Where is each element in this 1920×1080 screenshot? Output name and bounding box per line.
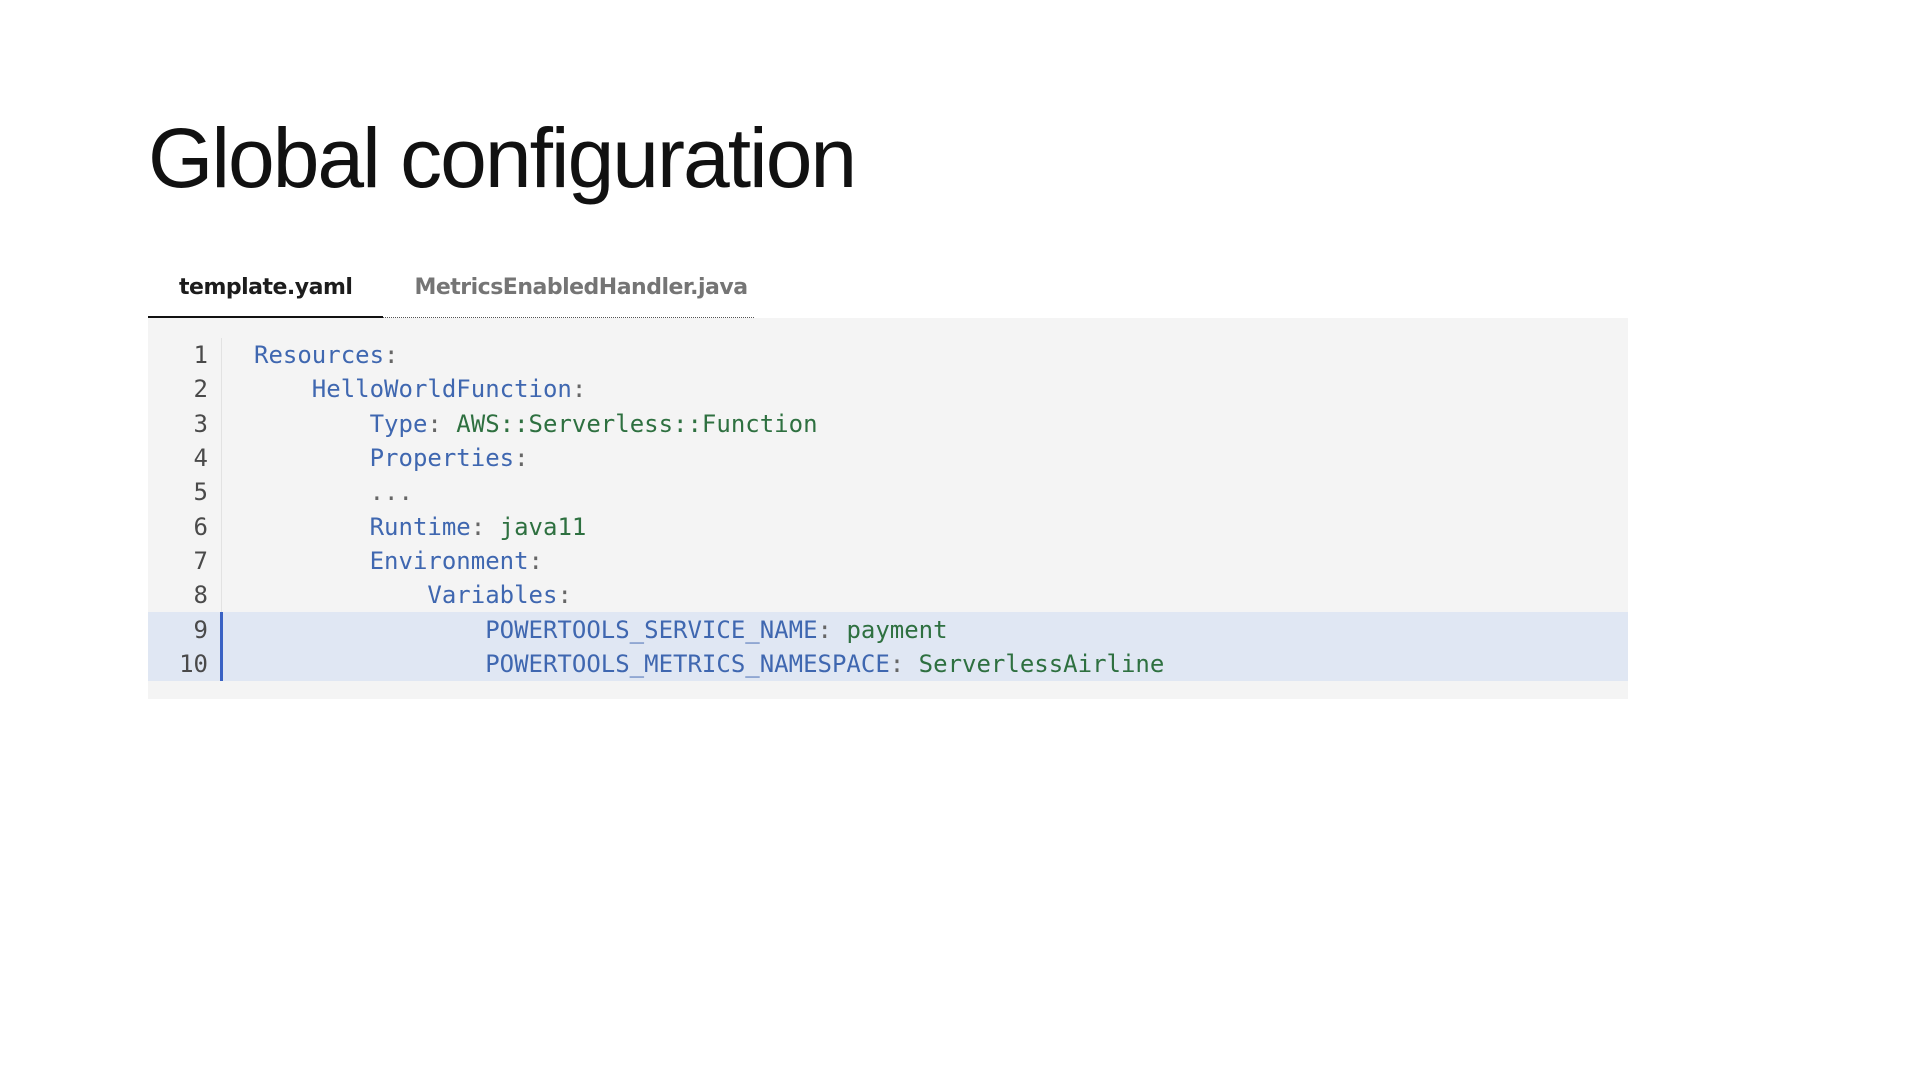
gutter-separator <box>221 440 222 476</box>
code-text: Resources: <box>254 341 399 369</box>
code-text: Runtime: java11 <box>254 512 587 541</box>
yaml-key: Variables <box>427 581 558 610</box>
yaml-value: ServerlessAirline <box>918 649 1165 678</box>
code-line: 5 ... <box>148 475 1628 510</box>
code-text: POWERTOOLS_SERVICE_NAME: payment <box>254 615 948 644</box>
line-number: 6 <box>193 512 208 541</box>
code-line-highlighted: 9 POWERTOOLS_SERVICE_NAME: payment <box>148 612 1628 647</box>
code-text: POWERTOOLS_METRICS_NAMESPACE: Serverless… <box>254 650 1164 678</box>
line-number: 2 <box>193 375 208 404</box>
code-line-highlighted: 10 POWERTOOLS_METRICS_NAMESPACE: Serverl… <box>148 646 1628 681</box>
code-block: 1 Resources: 2 HelloWorldFunction: 3 Typ… <box>148 318 1628 699</box>
highlight-marker <box>220 646 223 681</box>
yaml-separator: : <box>384 341 399 370</box>
yaml-separator: : <box>817 615 847 644</box>
gutter-separator <box>221 578 222 613</box>
code-text: Properties: <box>254 444 529 472</box>
code-line: 3 Type: AWS::Serverless::Function <box>148 406 1628 441</box>
tab-metrics-enabled-handler-java[interactable]: MetricsEnabledHandler.java <box>414 275 748 300</box>
code-line: 7 Environment: <box>148 543 1628 579</box>
yaml-key: Runtime <box>369 512 471 541</box>
yaml-separator: : <box>427 409 457 438</box>
line-number: 3 <box>193 409 208 438</box>
yaml-ellipsis: ... <box>369 478 413 507</box>
yaml-value: java11 <box>499 512 587 541</box>
page-title: Global configuration <box>148 111 857 205</box>
yaml-key: Resources <box>254 341 385 370</box>
yaml-separator: : <box>557 581 572 610</box>
yaml-separator: : <box>514 444 529 473</box>
line-number: 10 <box>179 649 208 678</box>
line-number: 9 <box>193 615 208 644</box>
code-line: 1 Resources: <box>148 338 1628 373</box>
yaml-value: payment <box>846 615 948 644</box>
code-text: HelloWorldFunction: <box>254 375 587 404</box>
yaml-separator: : <box>889 649 919 678</box>
code-line: 8 Variables: <box>148 578 1628 613</box>
gutter-separator <box>221 543 222 579</box>
file-tabs: template.yaml MetricsEnabledHandler.java <box>148 258 754 319</box>
gutter-separator <box>221 509 222 544</box>
yaml-key: Environment <box>369 546 529 575</box>
line-number: 4 <box>193 444 208 473</box>
line-number: 8 <box>193 581 208 610</box>
highlight-marker <box>220 612 223 647</box>
gutter-separator <box>221 372 222 407</box>
line-number: 5 <box>193 478 208 507</box>
code-text: Type: AWS::Serverless::Function <box>254 410 818 438</box>
yaml-key: Properties <box>369 444 515 473</box>
code-text: ... <box>254 478 413 506</box>
code-text: Variables: <box>254 581 572 609</box>
code-line: 4 Properties: <box>148 440 1628 476</box>
yaml-value: AWS::Serverless::Function <box>456 409 818 438</box>
line-number: 7 <box>193 546 208 575</box>
yaml-separator: : <box>470 512 500 541</box>
gutter-separator <box>221 475 222 510</box>
gutter-separator <box>221 406 222 441</box>
code-line: 6 Runtime: java11 <box>148 509 1628 544</box>
code-line: 2 HelloWorldFunction: <box>148 372 1628 407</box>
line-number: 1 <box>193 341 208 370</box>
tab-template-yaml[interactable]: template.yaml <box>148 258 384 319</box>
yaml-key: POWERTOOLS_METRICS_NAMESPACE <box>485 649 890 678</box>
yaml-key: POWERTOOLS_SERVICE_NAME <box>485 615 818 644</box>
yaml-key: HelloWorldFunction <box>311 375 572 404</box>
yaml-separator: : <box>528 546 543 575</box>
yaml-key: Type <box>369 409 428 438</box>
gutter-separator <box>221 338 222 373</box>
yaml-separator: : <box>571 375 587 404</box>
code-text: Environment: <box>254 547 543 575</box>
